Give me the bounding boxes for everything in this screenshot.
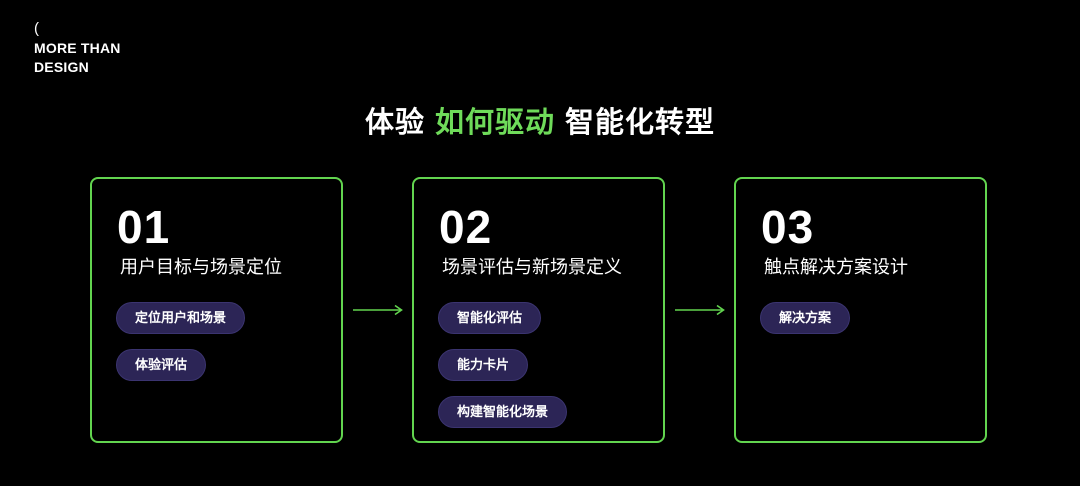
step-card-2: 02 场景评估与新场景定义 智能化评估 能力卡片 构建智能化场景 <box>412 177 665 443</box>
title-part-2: 智能化转型 <box>565 105 716 139</box>
page-title: 体验如何驱动智能化转型 <box>0 99 1080 141</box>
logo-paren: ( <box>34 20 40 37</box>
step-number: 01 <box>117 201 171 253</box>
title-part-1: 体验 <box>364 105 425 139</box>
step-number: 03 <box>761 201 815 253</box>
step-card-3: 03 触点解决方案设计 解决方案 <box>734 177 987 443</box>
step-tag-list: 定位用户和场景 体验评估 <box>116 302 246 396</box>
tag-pill[interactable]: 解决方案 <box>760 302 851 334</box>
tag-pill[interactable]: 体验评估 <box>116 349 207 381</box>
logo-line-1: MORE THAN <box>34 40 121 56</box>
tag-pill[interactable]: 构建智能化场景 <box>438 396 568 428</box>
logo-line-2: DESIGN <box>34 59 89 75</box>
brand-logo: ( MORE THAN DESIGN <box>34 21 121 77</box>
tag-pill[interactable]: 智能化评估 <box>438 302 542 334</box>
tag-pill[interactable]: 定位用户和场景 <box>116 302 246 334</box>
title-accent: 如何驱动 <box>434 105 555 139</box>
step-tag-list: 解决方案 <box>760 302 851 349</box>
step-tag-list: 智能化评估 能力卡片 构建智能化场景 <box>438 302 568 443</box>
arrow-right-icon <box>675 304 725 316</box>
tag-pill[interactable]: 能力卡片 <box>438 349 529 381</box>
arrow-right-icon <box>353 304 403 316</box>
step-heading: 场景评估与新场景定义 <box>442 257 622 278</box>
step-heading: 用户目标与场景定位 <box>120 257 282 278</box>
step-card-1: 01 用户目标与场景定位 定位用户和场景 体验评估 <box>90 177 343 443</box>
step-number: 02 <box>439 201 493 253</box>
step-heading: 触点解决方案设计 <box>764 257 908 278</box>
